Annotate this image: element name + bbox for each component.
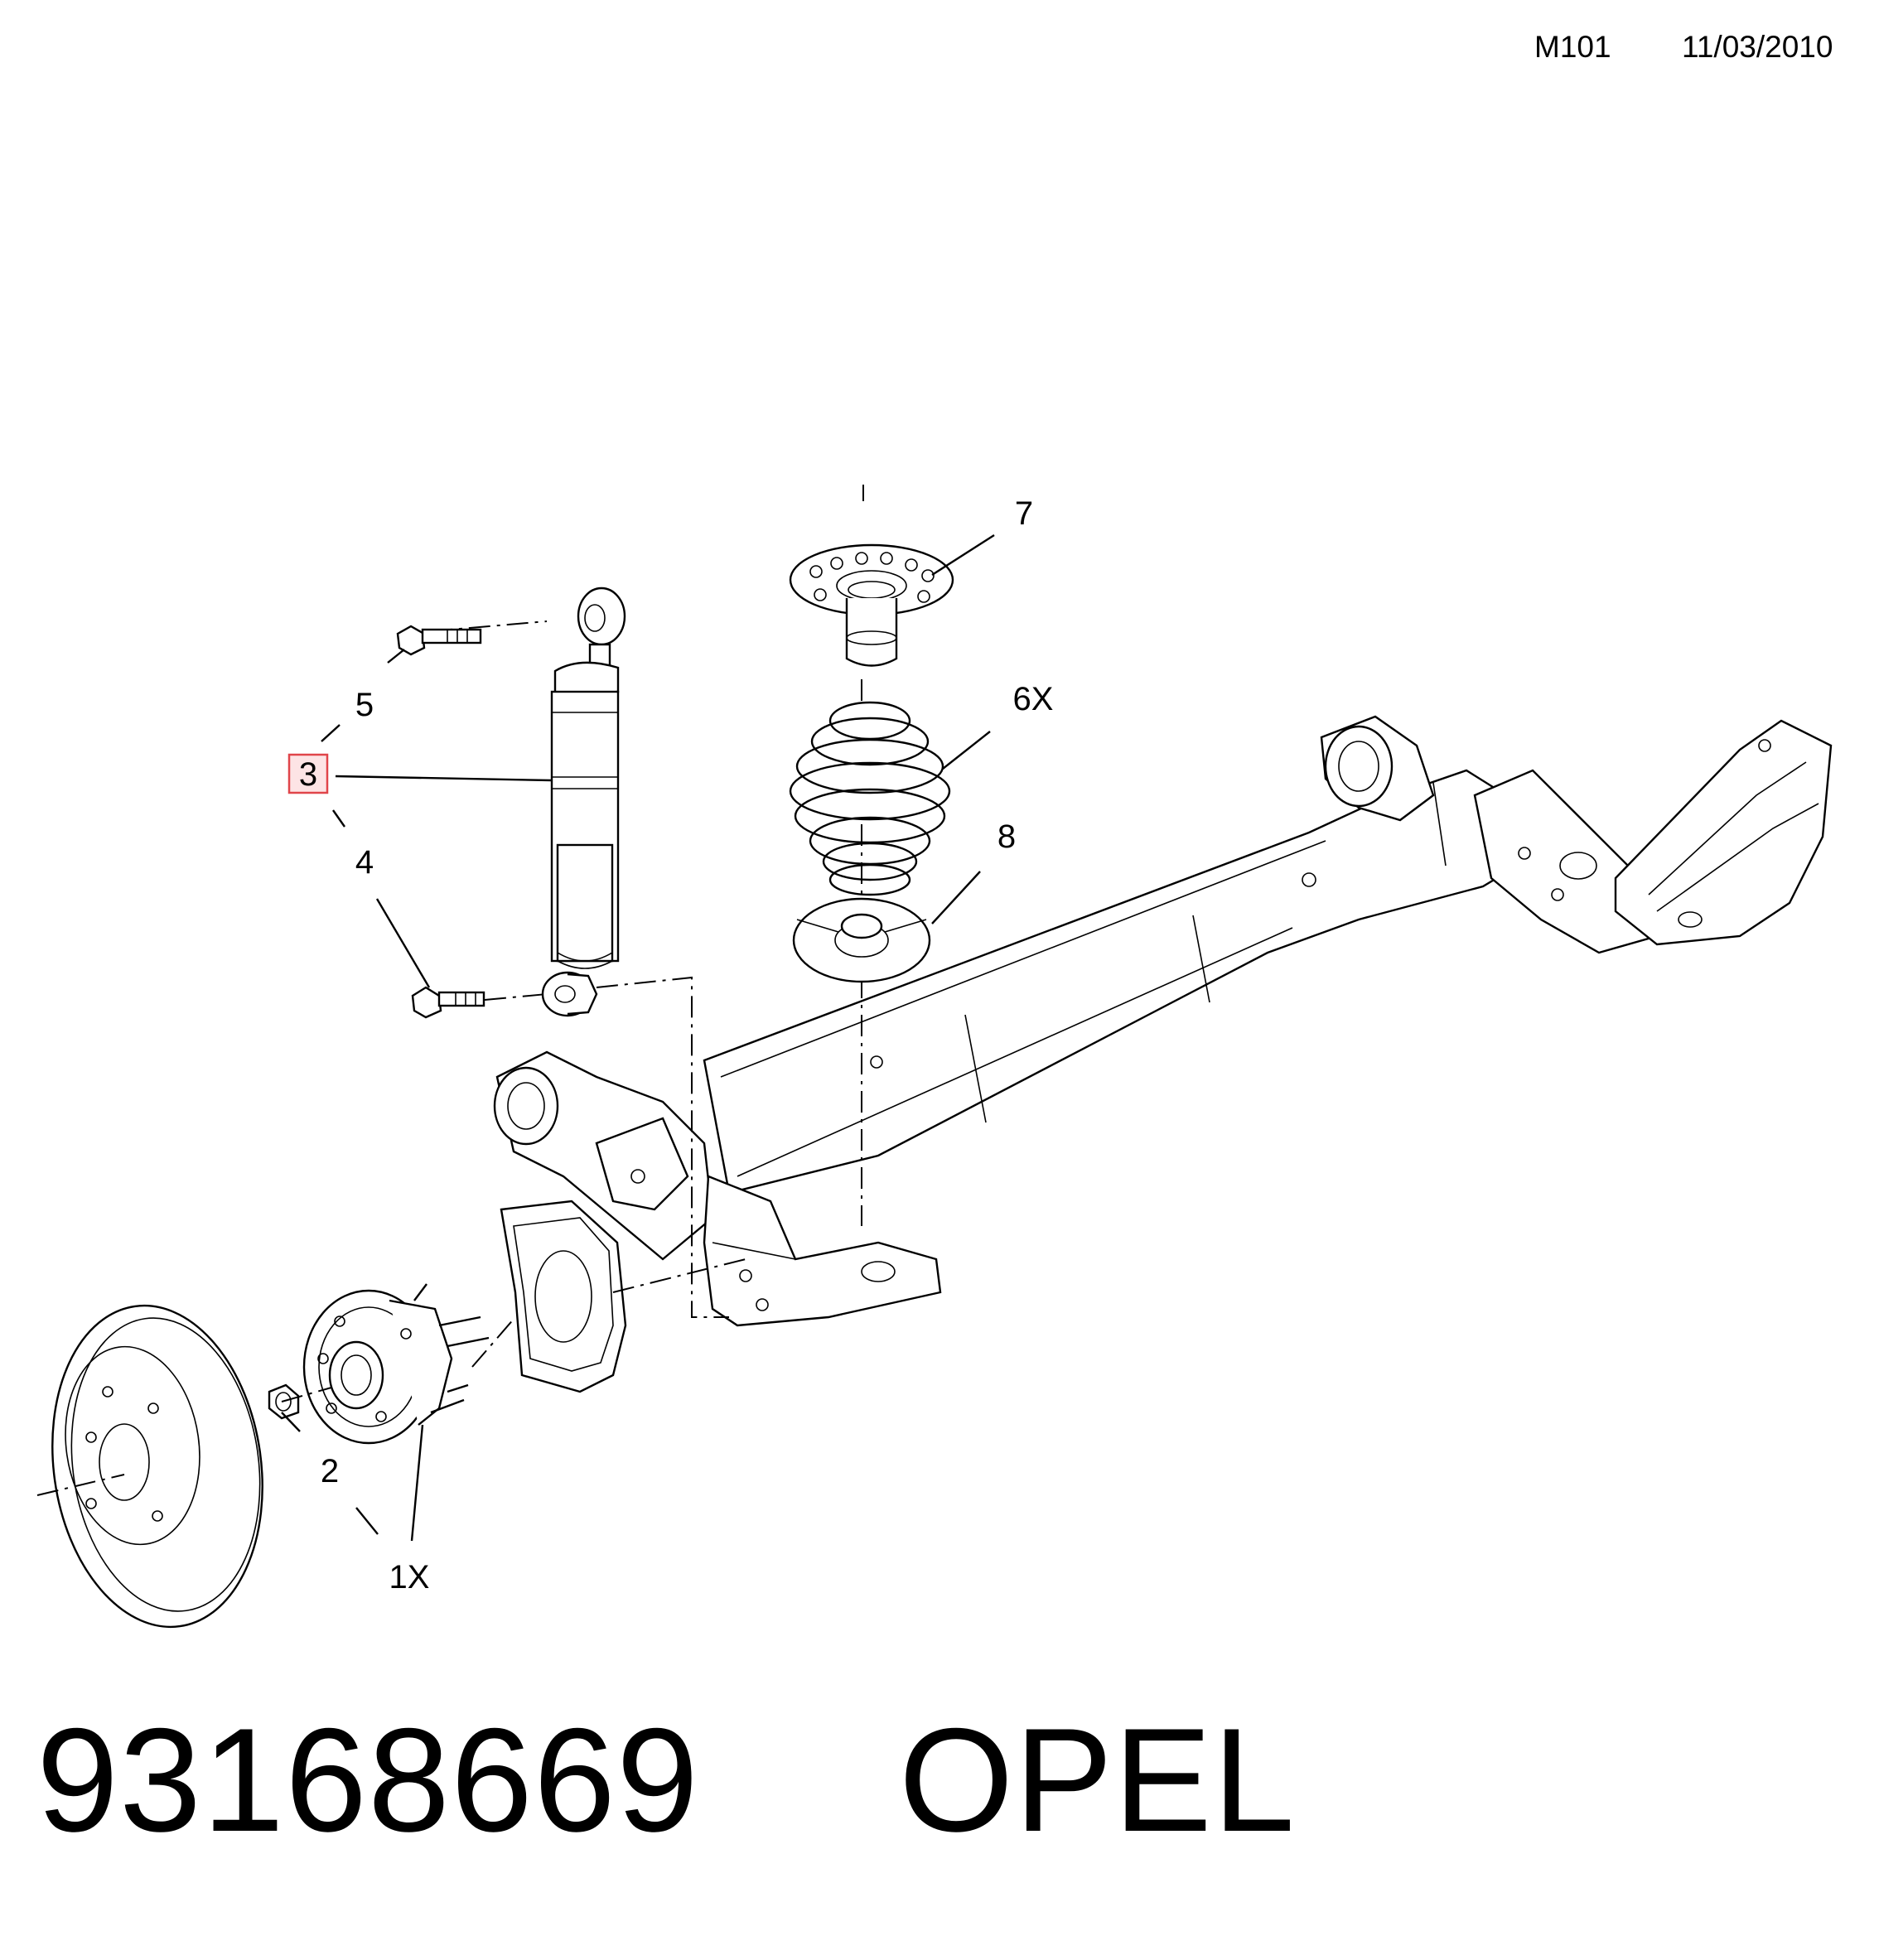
diagram-date: 11/03/2010 bbox=[1682, 30, 1833, 64]
callout-3[interactable]: 3 bbox=[299, 756, 317, 793]
upper-shock-bolt bbox=[396, 625, 482, 656]
callout-3-highlight-box[interactable] bbox=[287, 753, 329, 794]
callout-7[interactable]: 7 bbox=[1015, 495, 1033, 532]
lower-shock-bolt bbox=[411, 986, 485, 1019]
lower-spring-insulator bbox=[792, 897, 931, 983]
model-code: M101 bbox=[1534, 30, 1611, 64]
callout-1x[interactable]: 1X bbox=[389, 1559, 430, 1596]
callout-2[interactable]: 2 bbox=[321, 1453, 339, 1489]
rear-axle-beam bbox=[493, 715, 1833, 1327]
callout-5[interactable]: 5 bbox=[355, 687, 374, 723]
brand-name: OPEL bbox=[898, 1697, 1296, 1862]
shock-absorber bbox=[541, 587, 626, 1017]
wheel-hub-bearing bbox=[302, 1283, 490, 1445]
brake-disc bbox=[51, 1304, 263, 1629]
upper-spring-insulator bbox=[789, 543, 954, 667]
callout-6x[interactable]: 6X bbox=[1013, 681, 1054, 717]
brake-backing-plate bbox=[500, 1200, 627, 1393]
callout-4[interactable]: 4 bbox=[355, 844, 374, 881]
footer-caption: 93168669 OPEL bbox=[36, 1707, 1296, 1854]
callout-leader-lines bbox=[281, 533, 995, 1542]
coil-spring bbox=[789, 701, 951, 896]
callout-8[interactable]: 8 bbox=[997, 818, 1016, 855]
part-number: 93168669 bbox=[36, 1697, 699, 1862]
